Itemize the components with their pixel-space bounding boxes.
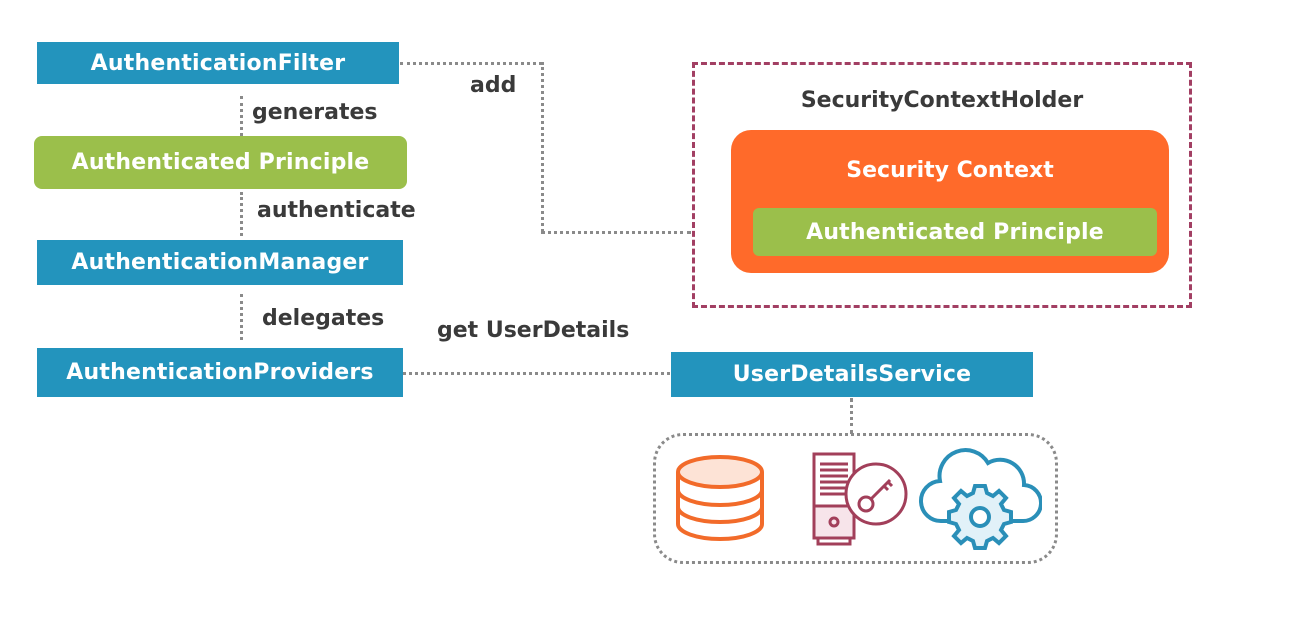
connector-service-to-stores [850,398,853,434]
connector-principle-to-manager [240,192,243,236]
cloud-gear-icon [918,448,1042,550]
connector-add-bottom [541,231,691,234]
security-context-holder-title: SecurityContextHolder [800,88,1084,113]
authentication-manager-node: AuthenticationManager [37,240,403,285]
connector-filter-to-principle [240,96,243,136]
edge-label-get-userdetails: get UserDetails [437,318,630,343]
connector-manager-to-providers [240,294,243,340]
edge-label-authenticate: authenticate [257,198,416,223]
connector-add-vertical [541,62,544,232]
authenticated-principle-node: Authenticated Principle [34,136,407,189]
connector-get-userdetails [403,372,670,375]
security-context-holder [692,62,1192,308]
server-key-icon [812,452,908,546]
edge-label-generates: generates [252,100,378,125]
authentication-filter-node: AuthenticationFilter [37,42,399,84]
authentication-providers-node: AuthenticationProviders [37,348,403,397]
security-context-title: Security Context [846,158,1054,183]
user-details-service-node: UserDetailsService [671,352,1033,397]
edge-label-delegates: delegates [262,306,385,331]
connector-add-top [400,62,542,65]
context-authenticated-principle-node: Authenticated Principle [753,208,1157,256]
user-stores-group [653,433,1058,564]
edge-label-add: add [470,73,517,98]
database-icon [676,455,764,541]
